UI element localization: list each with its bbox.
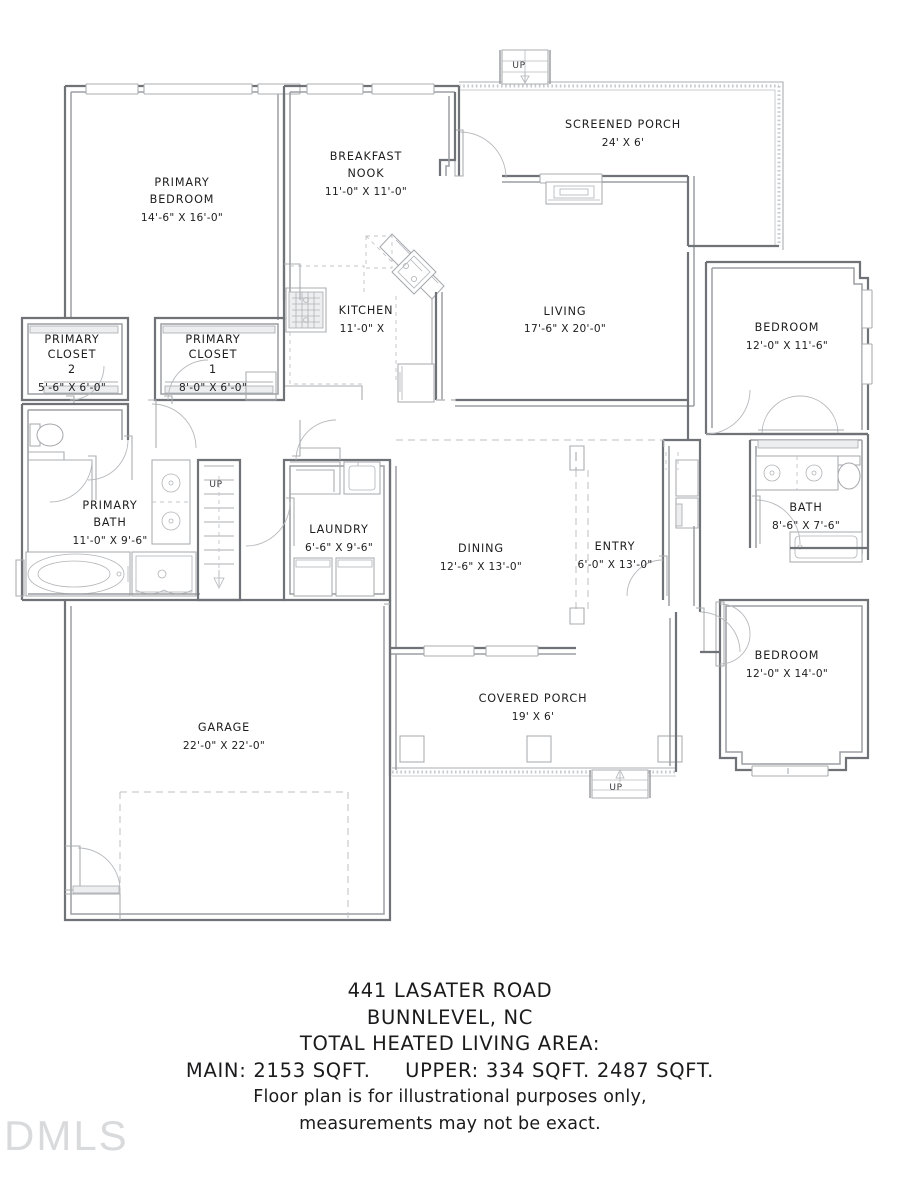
garage-name: GARAGE bbox=[198, 721, 250, 734]
stair-mid-label: UP bbox=[209, 480, 222, 490]
breakfast-nook-name-1: BREAKFAST bbox=[330, 150, 403, 163]
primary-closet-2-dimensions: 5'-6" X 6'-0" bbox=[38, 382, 106, 394]
living-dimensions: 17'-6" X 20'-0" bbox=[524, 323, 606, 335]
breakfast-nook-dimensions: 11'-0" X 11'-0" bbox=[325, 186, 407, 198]
label-primary-bedroom: PRIMARY BEDROOM 14'-6" X 16'-0" bbox=[141, 176, 223, 224]
primary-closet-2-number: 2 bbox=[68, 363, 76, 376]
living-name: LIVING bbox=[544, 305, 587, 318]
label-dining: DINING 12'-6" X 13'-0" bbox=[440, 542, 522, 573]
bedroom-2-dimensions: 12'-0" X 11'-6" bbox=[746, 340, 828, 352]
label-bedroom-2: BEDROOM 12'-0" X 11'-6" bbox=[746, 321, 828, 352]
covered-porch-dimensions: 19' X 6' bbox=[512, 711, 554, 723]
soaking-tub bbox=[25, 551, 131, 597]
entry-dimensions: 6'-0" X 13'-0" bbox=[577, 559, 652, 571]
primary-closet-1-name-1: PRIMARY bbox=[185, 333, 240, 346]
label-primary-closet-2: PRIMARY CLOSET 2 5'-6" X 6'-0" bbox=[38, 333, 106, 394]
shower-stall bbox=[131, 551, 197, 597]
laundry-area bbox=[245, 419, 392, 602]
stair-top-label: UP bbox=[512, 61, 525, 71]
breakfast-nook-name-2: NOOK bbox=[348, 167, 385, 180]
label-bedroom-3: BEDROOM 12'-0" X 14'-0" bbox=[746, 649, 828, 680]
washer-dryer bbox=[293, 557, 375, 597]
screened-porch-dimensions: 24' X 6' bbox=[602, 137, 644, 149]
label-breakfast-nook: BREAKFAST NOOK 11'-0" X 11'-0" bbox=[325, 150, 407, 198]
dining-name: DINING bbox=[458, 542, 504, 555]
refrigerator bbox=[397, 363, 435, 403]
label-kitchen: KITCHEN 11'-0" X bbox=[339, 304, 394, 335]
label-living: LIVING 17'-6" X 20'-0" bbox=[524, 305, 606, 335]
label-laundry: LAUNDRY 6'-6" X 9'-6" bbox=[305, 523, 373, 554]
primary-bedroom-name-2: BEDROOM bbox=[150, 193, 215, 206]
double-vanity bbox=[755, 455, 839, 491]
bath-name: BATH bbox=[789, 501, 822, 514]
caption-area-breakdown: MAIN: 2153 SQFT. UPPER: 334 SQFT. 2487 S… bbox=[185, 1058, 715, 1082]
screened-porch-area bbox=[454, 81, 784, 252]
primary-closet-2-name-1: PRIMARY bbox=[44, 333, 99, 346]
primary-bath-name-2: BATH bbox=[93, 516, 126, 529]
laundry-dimensions: 6'-6" X 9'-6" bbox=[305, 542, 373, 554]
kitchen-name: KITCHEN bbox=[339, 304, 394, 317]
bedroom-2-name: BEDROOM bbox=[755, 321, 820, 334]
breakfast-nook-area bbox=[282, 83, 459, 300]
primary-bath-area bbox=[15, 399, 284, 602]
primary-vanity bbox=[151, 459, 191, 545]
caption-disclaimer-line-1: Floor plan is for illustrational purpose… bbox=[253, 1087, 647, 1107]
primary-closet-1-area bbox=[153, 316, 286, 404]
kitchen-sink bbox=[391, 249, 437, 295]
garage-dimensions: 22'-0" X 22'-0" bbox=[183, 740, 265, 752]
label-covered-porch: COVERED PORCH 19' X 6' bbox=[479, 692, 588, 723]
primary-bedroom-name-1: PRIMARY bbox=[154, 176, 209, 189]
primary-closet-1-dimensions: 8'-0" X 6'-0" bbox=[179, 382, 247, 394]
stair-mid: UP bbox=[196, 458, 242, 602]
primary-closet-2-name-2: CLOSET bbox=[48, 348, 97, 361]
laundry-name: LAUNDRY bbox=[309, 523, 369, 536]
plan-caption: 441 LASATER ROAD BUNNLEVEL, NC TOTAL HEA… bbox=[0, 978, 900, 1137]
label-primary-bath: PRIMARY BATH 11'-0" X 9'-6" bbox=[72, 499, 147, 547]
stair-top: UP bbox=[499, 49, 551, 85]
caption-disclaimer-line-2: measurements may not be exact. bbox=[299, 1113, 601, 1134]
label-entry: ENTRY 6'-0" X 13'-0" bbox=[577, 540, 652, 571]
screened-porch-name: SCREENED PORCH bbox=[565, 118, 681, 131]
dining-dimensions: 12'-6" X 13'-0" bbox=[440, 561, 522, 573]
covered-porch-name: COVERED PORCH bbox=[479, 692, 588, 705]
stair-bottom: UP bbox=[589, 769, 651, 799]
garage-area bbox=[63, 600, 392, 922]
fireplace-symbol bbox=[545, 181, 603, 205]
toilet-primary-bath bbox=[29, 423, 64, 447]
caption-area-heading: TOTAL HEATED LIVING AREA: bbox=[299, 1032, 601, 1055]
caption-city-state: BUNNLEVEL, NC bbox=[366, 1005, 534, 1029]
label-garage: GARAGE 22'-0" X 22'-0" bbox=[183, 721, 265, 752]
primary-bath-dimensions: 11'-0" X 9'-6" bbox=[72, 535, 147, 547]
kitchen-area bbox=[284, 233, 445, 403]
caption-address: 441 LASATER ROAD bbox=[347, 979, 553, 1002]
laundry-sink bbox=[343, 461, 381, 495]
stair-bottom-label: UP bbox=[609, 783, 622, 793]
primary-closet-2-area bbox=[20, 316, 130, 404]
bath-dimensions: 8'-6" X 7'-6" bbox=[772, 520, 840, 532]
bedroom-3-dimensions: 12'-0" X 14'-0" bbox=[746, 668, 828, 680]
toilet-right-bath bbox=[837, 455, 861, 490]
bath-right-area bbox=[748, 432, 870, 563]
living-area bbox=[436, 252, 695, 440]
primary-bedroom-dimensions: 14'-6" X 16'-0" bbox=[141, 212, 223, 224]
dmls-watermark: DMLS bbox=[4, 1112, 129, 1159]
room-labels: PRIMARY BEDROOM 14'-6" X 16'-0" BREAKFAS… bbox=[38, 118, 840, 752]
primary-bath-name-1: PRIMARY bbox=[82, 499, 137, 512]
entry-name: ENTRY bbox=[595, 540, 636, 553]
bedroom-3-area bbox=[715, 598, 870, 777]
primary-closet-1-number: 1 bbox=[209, 363, 217, 376]
entry-area bbox=[456, 438, 741, 654]
primary-closet-1-name-2: CLOSET bbox=[189, 348, 238, 361]
kitchen-dimensions: 11'-0" X bbox=[340, 323, 385, 335]
label-primary-closet-1: PRIMARY CLOSET 1 8'-0" X 6'-0" bbox=[179, 333, 247, 394]
primary-bedroom-area bbox=[63, 83, 301, 320]
label-bath-right: BATH 8'-6" X 7'-6" bbox=[772, 501, 840, 532]
bedroom-3-name: BEDROOM bbox=[755, 649, 820, 662]
label-screened-porch: SCREENED PORCH 24' X 6' bbox=[565, 118, 681, 149]
range-cooktop bbox=[285, 287, 327, 333]
